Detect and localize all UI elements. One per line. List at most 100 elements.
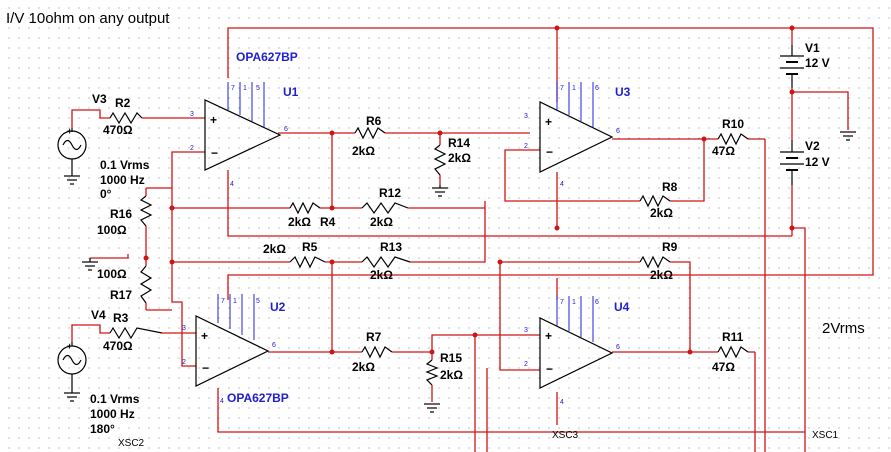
svg-text:100Ω: 100Ω <box>97 223 127 237</box>
svg-text:6: 6 <box>595 299 599 306</box>
svg-text:12 V: 12 V <box>805 56 830 70</box>
svg-text:V1: V1 <box>805 41 820 55</box>
ground-symbols <box>82 131 856 413</box>
resistor-r3[interactable] <box>109 326 163 340</box>
wires <box>71 27 874 452</box>
resistor-r17[interactable] <box>139 265 153 304</box>
resistor-r10[interactable] <box>717 132 749 146</box>
svg-text:2kΩ: 2kΩ <box>370 268 393 282</box>
resistor-r11[interactable] <box>717 345 749 359</box>
resistor-r4[interactable] <box>289 201 321 215</box>
svg-text:2kΩ: 2kΩ <box>650 206 673 220</box>
resistor-r7[interactable] <box>361 345 393 359</box>
svg-text:+: + <box>210 113 217 127</box>
svg-text:R10: R10 <box>722 117 744 131</box>
svg-text:−: − <box>211 146 218 160</box>
svg-text:4: 4 <box>220 398 224 405</box>
u1-part: OPA627BP <box>236 50 298 64</box>
svg-text:3: 3 <box>524 327 528 334</box>
svg-text:470Ω: 470Ω <box>103 123 133 137</box>
ac-source-v4[interactable]: + <box>57 341 87 402</box>
svg-text:R3: R3 <box>113 311 129 325</box>
schematic-title: I/V 10ohm on any output <box>6 10 170 27</box>
u3-ref: U3 <box>615 85 631 99</box>
svg-text:−: − <box>546 362 553 376</box>
resistor-r12[interactable] <box>361 201 409 215</box>
svg-text:2: 2 <box>182 359 186 366</box>
u4-ref: U4 <box>614 300 630 314</box>
labels: I/V 10ohm on any output OPA627BP U1 U3 U… <box>6 10 865 449</box>
svg-text:3: 3 <box>190 111 194 118</box>
svg-text:6: 6 <box>272 342 276 349</box>
svg-text:5: 5 <box>256 85 260 92</box>
svg-text:2: 2 <box>524 143 528 150</box>
svg-text:0.1 Vrms: 0.1 Vrms <box>90 392 140 406</box>
svg-text:2kΩ: 2kΩ <box>370 215 393 229</box>
svg-text:6: 6 <box>284 126 288 133</box>
svg-text:R12: R12 <box>379 186 401 200</box>
svg-text:−: − <box>546 145 553 159</box>
resistor-r6[interactable] <box>354 126 386 140</box>
svg-text:2kΩ: 2kΩ <box>352 360 375 374</box>
svg-text:V4: V4 <box>91 308 106 322</box>
svg-text:3: 3 <box>524 113 528 120</box>
svg-text:+: + <box>545 115 552 129</box>
svg-text:47Ω: 47Ω <box>712 360 735 374</box>
svg-text:R8: R8 <box>662 180 678 194</box>
svg-text:7: 7 <box>560 85 564 92</box>
svg-text:2kΩ: 2kΩ <box>448 151 471 165</box>
svg-text:47Ω: 47Ω <box>712 144 735 158</box>
svg-text:2kΩ: 2kΩ <box>440 368 463 382</box>
output-voltage-note: 2Vrms <box>822 320 865 337</box>
resistor-r9[interactable] <box>639 255 671 269</box>
u1-ref: U1 <box>283 85 299 99</box>
svg-text:R16: R16 <box>110 207 132 221</box>
probe-xsc1: XSC1 <box>812 430 839 441</box>
svg-text:R4: R4 <box>320 215 336 229</box>
svg-text:2: 2 <box>190 145 194 152</box>
svg-text:R11: R11 <box>722 330 744 344</box>
svg-text:+: + <box>545 329 552 343</box>
svg-text:R17: R17 <box>110 288 132 302</box>
svg-text:1: 1 <box>572 85 576 92</box>
svg-text:6: 6 <box>595 85 599 92</box>
svg-text:+: + <box>67 126 72 136</box>
svg-text:470Ω: 470Ω <box>103 339 133 353</box>
resistor-r2[interactable] <box>109 111 143 125</box>
svg-text:R7: R7 <box>366 330 382 344</box>
svg-text:4: 4 <box>560 399 564 406</box>
svg-text:1: 1 <box>572 299 576 306</box>
svg-text:12 V: 12 V <box>805 155 830 169</box>
svg-text:2kΩ: 2kΩ <box>288 215 311 229</box>
ac-source-v3[interactable]: + <box>57 126 87 185</box>
resistor-r14[interactable] <box>433 144 447 176</box>
ground-r15 <box>424 403 440 413</box>
resistor-r5[interactable] <box>289 255 326 269</box>
svg-text:1000 Hz: 1000 Hz <box>90 407 135 421</box>
probe-xsc3: XSC3 <box>552 430 579 441</box>
resistors <box>109 111 749 386</box>
svg-text:R15: R15 <box>440 351 462 365</box>
svg-text:1: 1 <box>243 85 247 92</box>
resistor-r15[interactable] <box>425 359 439 386</box>
resistor-r13[interactable] <box>361 255 411 269</box>
ground-r14 <box>432 185 448 197</box>
svg-text:−: − <box>202 361 209 375</box>
dc-source-v1[interactable] <box>780 45 804 88</box>
resistor-r16[interactable] <box>139 195 153 227</box>
svg-text:R9: R9 <box>662 240 678 254</box>
svg-text:4: 4 <box>560 181 564 188</box>
svg-text:7: 7 <box>560 299 564 306</box>
resistor-r8[interactable] <box>639 194 671 208</box>
svg-text:2kΩ: 2kΩ <box>263 242 286 256</box>
svg-text:2kΩ: 2kΩ <box>352 144 375 158</box>
dc-source-v2[interactable] <box>780 140 804 185</box>
svg-text:6: 6 <box>616 344 620 351</box>
svg-text:0°: 0° <box>100 187 112 201</box>
